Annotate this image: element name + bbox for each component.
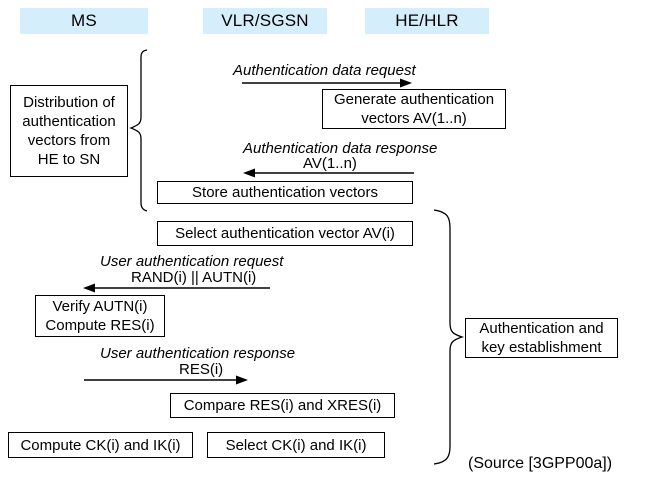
arrow-user-auth-response (84, 375, 248, 385)
phase-box-distribution: Distribution of authentication vectors f… (10, 85, 128, 177)
process-box-verify-autn: Verify AUTN(i) Compute RES(i) (35, 295, 165, 337)
message-sublabel-auth-data-response: AV(1..n) (303, 155, 357, 172)
process-box-compare-res: Compare RES(i) and XRES(i) (170, 393, 395, 418)
arrow-auth-data-request (242, 78, 412, 88)
message-sublabel-user-auth-request: RAND(i) || AUTN(i) (131, 269, 257, 286)
phase-box-authentication-key-establishment: Authentication and key establishment (465, 318, 618, 358)
process-box-generate-av: Generate authentication vectors AV(1..n) (322, 89, 506, 129)
message-label-auth-data-request: Authentication data request (233, 62, 416, 79)
message-label-user-auth-response: User authentication response (100, 345, 296, 362)
message-label-user-auth-request: User authentication request (100, 253, 284, 270)
process-box-store-av: Store authentication vectors (157, 181, 413, 204)
entity-header-vlr-sgsn: VLR/SGSN (203, 8, 327, 34)
process-box-compute-keys: Compute CK(i) and IK(i) (8, 432, 193, 458)
arrow-user-auth-request (83, 283, 270, 293)
right-curly-brace (433, 209, 465, 465)
source-note: (Source [3GPP00a]) (468, 455, 613, 472)
arrow-auth-data-response (243, 168, 414, 178)
entity-header-ms: MS (20, 8, 148, 34)
process-box-select-av: Select authentication vector AV(i) (157, 221, 413, 246)
left-curly-brace (129, 49, 148, 212)
process-box-select-keys: Select CK(i) and IK(i) (207, 432, 385, 458)
message-sublabel-user-auth-response: RES(i) (179, 361, 224, 378)
message-label-auth-data-response: Authentication data response (243, 140, 438, 157)
entity-header-he-hlr: HE/HLR (365, 8, 489, 34)
